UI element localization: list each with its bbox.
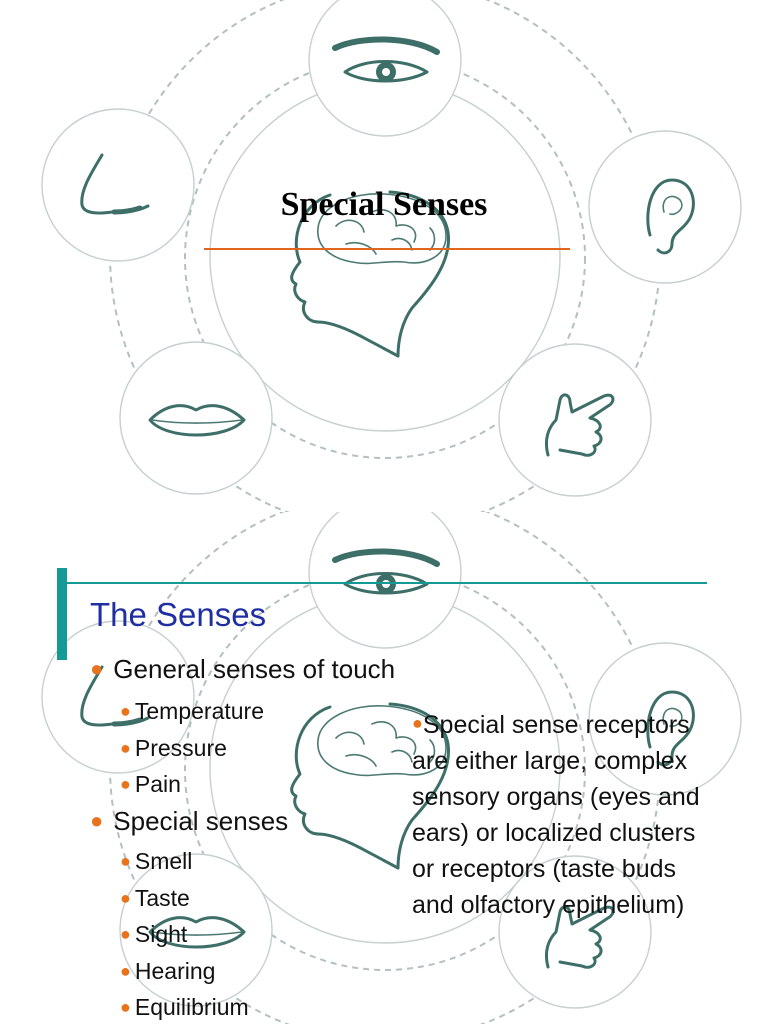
slide-special-senses: Special Senses <box>41 0 742 512</box>
list-item: ●Temperature <box>120 698 264 724</box>
list-item: ●Sight <box>120 921 188 947</box>
nose-icon <box>41 620 195 774</box>
senses-illustration-background <box>41 512 742 1024</box>
hand-icon <box>498 855 652 1009</box>
list-item: ●Taste <box>120 884 190 911</box>
list-item: ●Equilibrium <box>120 994 249 1020</box>
bullet-general-senses: ●General senses of touch <box>90 654 396 684</box>
eye-icon <box>308 0 462 137</box>
side-note: ●Special sense receptors are either larg… <box>412 711 700 919</box>
head-brain-icon <box>290 190 451 358</box>
eye-icon <box>308 512 462 649</box>
head-brain-icon <box>290 702 451 870</box>
list-item: ●Pain <box>120 771 181 797</box>
nose-icon <box>41 108 195 262</box>
bullet-dot: ● <box>90 656 104 681</box>
list-item: ●Hearing <box>120 957 216 984</box>
accent-bar <box>57 568 67 660</box>
accent-line <box>67 582 707 584</box>
senses-illustration <box>41 0 742 512</box>
hand-icon <box>498 343 652 497</box>
bullet-dot: ● <box>90 808 104 833</box>
lips-icon <box>119 853 273 1007</box>
special-senses-list: ●Smell ●Taste ●Sight ●Hearing ●Equilibri… <box>120 843 249 1024</box>
ear-icon <box>588 642 742 796</box>
list-item: ●Pressure <box>120 734 227 761</box>
slide-title: The Senses <box>90 596 267 633</box>
bullet-dot: ● <box>412 713 423 733</box>
lips-icon <box>119 341 273 495</box>
title-underline <box>204 248 570 250</box>
ear-icon <box>588 130 742 284</box>
bullet-special-senses: ●Special senses <box>90 806 289 836</box>
list-item: ●Smell <box>120 848 193 874</box>
slide-the-senses: The Senses ●General senses of touch ●Tem… <box>0 512 768 1024</box>
general-senses-list: ●Temperature ●Pressure ●Pain <box>120 693 264 803</box>
slide-title: Special Senses <box>280 186 488 223</box>
